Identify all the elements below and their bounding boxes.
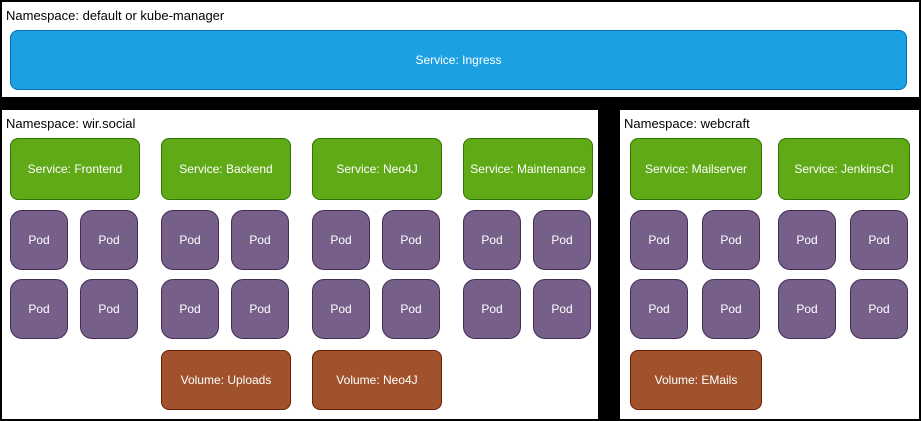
pod-box: Pod <box>382 279 440 339</box>
pod-box: Pod <box>463 279 521 339</box>
service-box: Service: Neo4J <box>312 138 442 200</box>
pod-box: Pod <box>778 210 836 270</box>
pod-box: Pod <box>161 279 219 339</box>
pod-box: Pod <box>533 210 591 270</box>
pod-box: Pod <box>80 210 138 270</box>
pod-box: Pod <box>630 279 688 339</box>
pod-box: Pod <box>702 210 760 270</box>
service-box: Service: Mailserver <box>630 138 762 200</box>
service-ingress-box: Service: Ingress <box>10 30 907 90</box>
service-box: Service: Frontend <box>10 138 140 200</box>
pod-box: Pod <box>10 210 68 270</box>
namespace-panel-default: Namespace: default or kube-manager Servi… <box>2 2 919 97</box>
pod-box: Pod <box>382 210 440 270</box>
pod-box: Pod <box>850 210 908 270</box>
pod-box: Pod <box>533 279 591 339</box>
pod-box: Pod <box>463 210 521 270</box>
pod-box: Pod <box>312 279 370 339</box>
pod-box: Pod <box>10 279 68 339</box>
pod-box: Pod <box>161 210 219 270</box>
service-box: Service: Backend <box>161 138 291 200</box>
pod-box: Pod <box>850 279 908 339</box>
volume-box: Volume: EMails <box>630 350 762 410</box>
volume-box: Volume: Neo4J <box>312 350 442 410</box>
namespace-label-default: Namespace: default or kube-manager <box>6 8 225 23</box>
service-box: Service: JenkinsCI <box>778 138 910 200</box>
pod-box: Pod <box>231 279 289 339</box>
namespace-label-webcraft: Namespace: webcraft <box>624 116 750 131</box>
volume-box: Volume: Uploads <box>161 350 291 410</box>
pod-box: Pod <box>630 210 688 270</box>
pod-box: Pod <box>778 279 836 339</box>
namespace-label-wir-social: Namespace: wir.social <box>6 116 136 131</box>
pod-box: Pod <box>702 279 760 339</box>
service-box: Service: Maintenance <box>463 138 593 200</box>
pod-box: Pod <box>231 210 289 270</box>
pod-box: Pod <box>312 210 370 270</box>
pod-box: Pod <box>80 279 138 339</box>
